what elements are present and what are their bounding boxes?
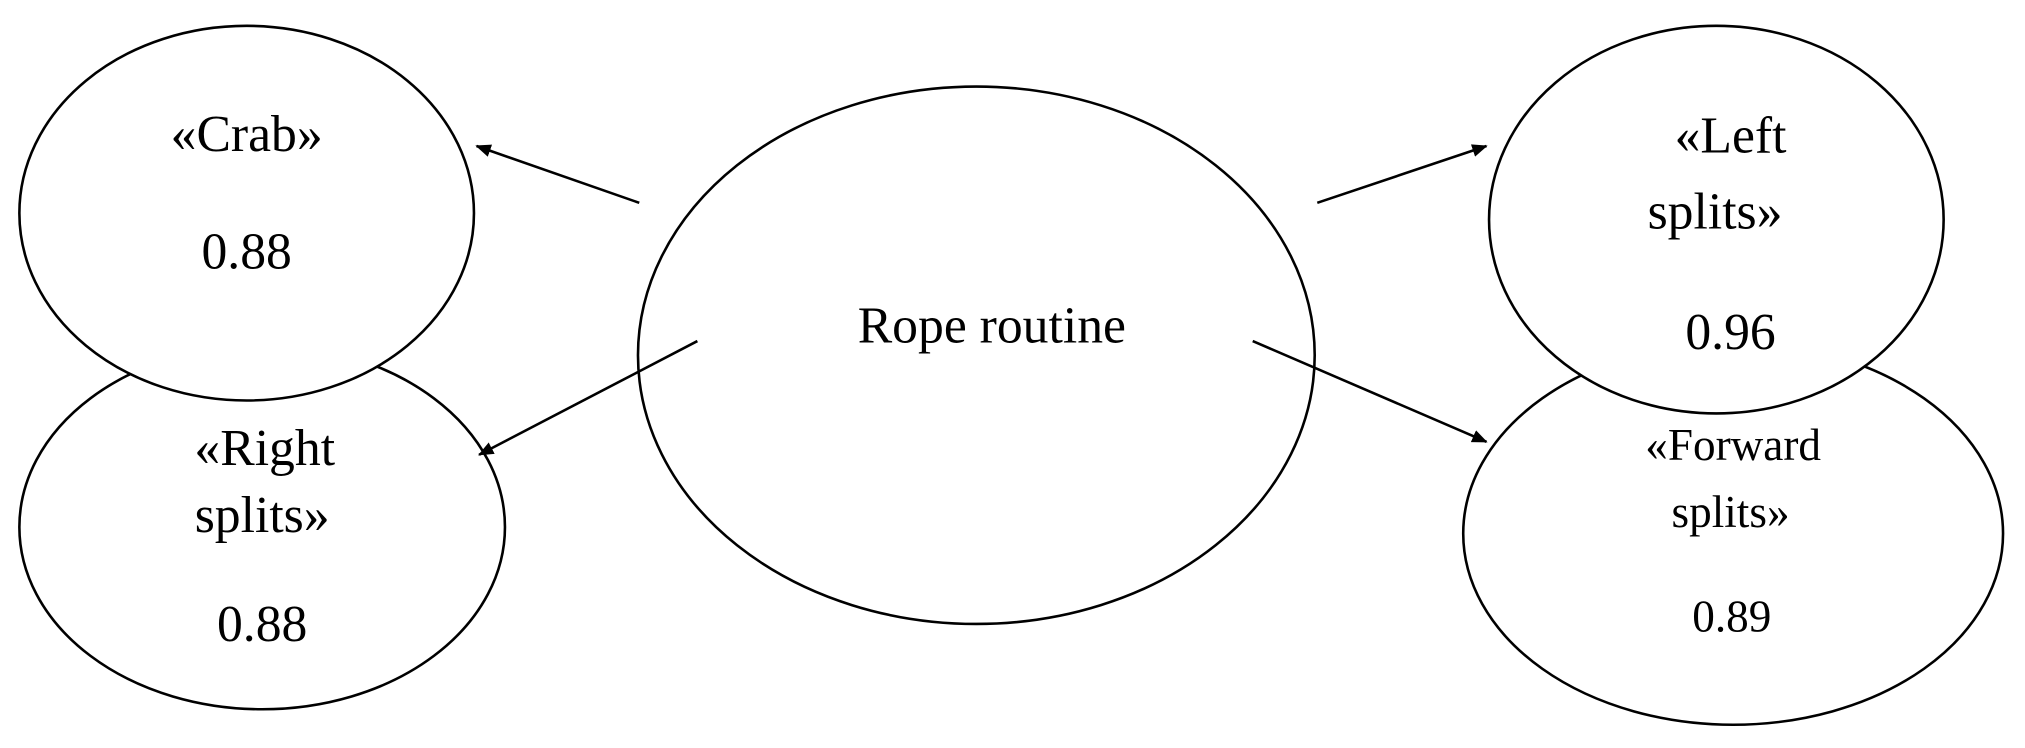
center-label: Rope routine — [858, 297, 1126, 354]
node-value: 0.89 — [1692, 592, 1771, 642]
node-value: 0.96 — [1685, 304, 1775, 361]
node-ellipse — [18, 24, 476, 402]
arrow-to-left-splits — [1316, 144, 1488, 205]
node-label: splits» — [195, 487, 330, 544]
node-ellipse — [1487, 24, 1945, 415]
arrow-to-forward-splits — [1252, 339, 1488, 444]
node-forward-splits: «Forward splits» 0.89 — [1461, 341, 2005, 727]
node-label: splits» — [1672, 487, 1790, 537]
node-label: splits» — [1648, 184, 1783, 241]
node-label: «Forward — [1645, 420, 1821, 470]
arrow-to-right-splits — [477, 339, 698, 456]
node-rope-routine: Rope routine — [636, 85, 1316, 626]
node-value: 0.88 — [201, 224, 291, 281]
node-label: «Right — [194, 420, 335, 477]
node-right-splits: «Right splits» 0.88 — [18, 343, 507, 711]
node-label: «Crab» — [171, 106, 323, 163]
node-crab: «Crab» 0.88 — [18, 24, 476, 402]
node-value: 0.88 — [217, 596, 307, 653]
center-ellipse — [636, 85, 1316, 626]
node-left-splits: «Left splits» 0.96 — [1487, 24, 1945, 415]
node-label: «Left — [1675, 107, 1787, 164]
arrow-to-crab — [475, 144, 640, 205]
